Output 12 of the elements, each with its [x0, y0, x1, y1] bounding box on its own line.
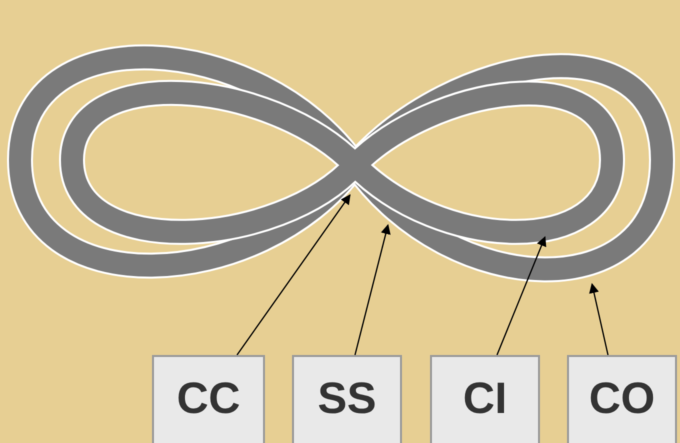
leader-arrow [589, 283, 609, 356]
box-label: CC [176, 377, 240, 421]
box-label: SS [318, 377, 376, 421]
box-label: CI [463, 377, 507, 421]
box-label: CO [589, 377, 655, 421]
label-box [292, 355, 402, 443]
label-box [430, 355, 540, 443]
label-box [567, 355, 677, 443]
leader-arrow [354, 224, 391, 356]
leader-arrow [236, 194, 351, 356]
leader-arrow [496, 236, 546, 356]
label-box [152, 355, 265, 443]
